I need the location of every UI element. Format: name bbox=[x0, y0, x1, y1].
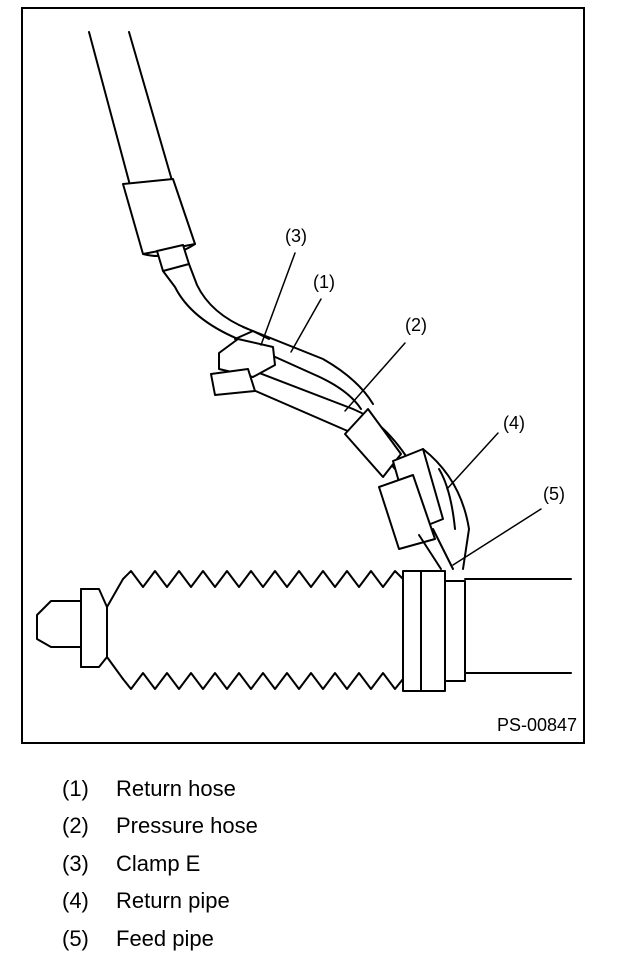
legend-number: (2) bbox=[62, 813, 89, 839]
legend-item: (1) Return hose bbox=[62, 770, 258, 808]
return-hose bbox=[162, 263, 374, 410]
legend-label: Clamp E bbox=[116, 850, 201, 876]
leader-lines bbox=[260, 252, 542, 566]
steering-hose-illustration bbox=[36, 31, 572, 692]
legend-number: (4) bbox=[62, 888, 89, 914]
pipes-lower bbox=[378, 448, 470, 570]
upper-hose bbox=[88, 31, 196, 272]
pressure-hose bbox=[227, 360, 409, 478]
legend-number: (1) bbox=[62, 775, 89, 801]
legend-label: Pressure hose bbox=[116, 813, 258, 839]
legend-item: (2) Pressure hose bbox=[62, 808, 258, 846]
legend-item: (3) Clamp E bbox=[62, 845, 258, 883]
callout-1: (1) bbox=[313, 272, 335, 292]
legend-item: (5) Feed pipe bbox=[62, 920, 258, 958]
callout-2: (2) bbox=[405, 315, 427, 335]
legend-label: Return pipe bbox=[116, 888, 230, 914]
figure-id: PS-00847 bbox=[496, 715, 577, 735]
callout-3: (3) bbox=[285, 226, 307, 246]
steering-gear bbox=[36, 570, 572, 692]
diagram-figure: (3) (1) (2) (4) (5) PS-00847 bbox=[21, 7, 585, 744]
legend-label: Feed pipe bbox=[116, 925, 214, 951]
legend-number: (3) bbox=[62, 850, 89, 876]
legend: (1) Return hose (2) Pressure hose (3) Cl… bbox=[62, 770, 258, 958]
legend-number: (5) bbox=[62, 925, 89, 951]
legend-label: Return hose bbox=[116, 775, 236, 801]
callout-5: (5) bbox=[543, 484, 565, 504]
legend-item: (4) Return pipe bbox=[62, 883, 258, 921]
clamp-e bbox=[210, 330, 276, 396]
callout-4: (4) bbox=[503, 413, 525, 433]
